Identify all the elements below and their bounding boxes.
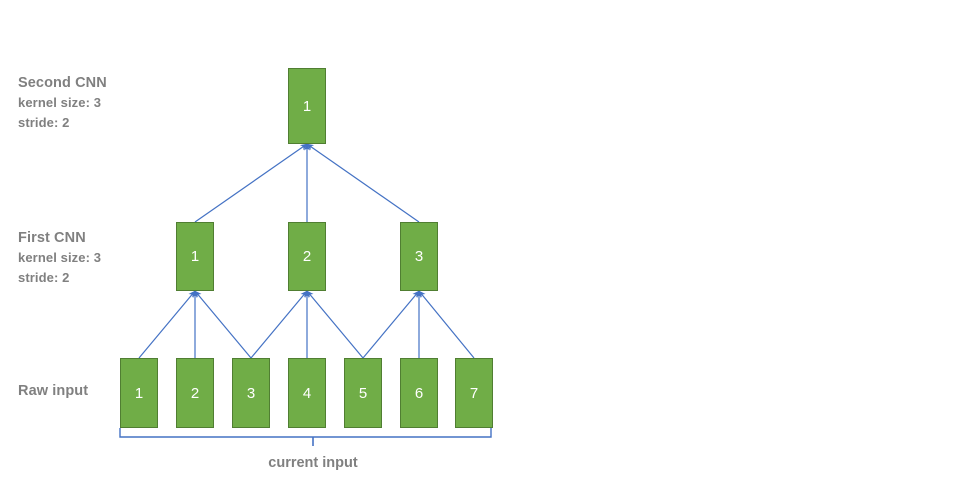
edge-raw-input-5-to-first-cnn-3 xyxy=(362,290,420,359)
current-input-caption: current input xyxy=(268,455,358,471)
node-raw-input-3: 3 xyxy=(232,358,270,428)
row-label-title-second-cnn: Second CNN xyxy=(18,75,107,91)
row-label-title-raw-input: Raw input xyxy=(18,383,89,399)
node-raw-input-7: 7 xyxy=(455,358,493,428)
bracket-span-line xyxy=(119,428,492,438)
node-raw-input-2: 2 xyxy=(176,358,214,428)
node-first-cnn-2: 2 xyxy=(288,222,326,291)
edge-first-cnn-3-to-second-cnn-1 xyxy=(306,143,420,223)
row-label-detail-second-cnn-0: kernel size: 3 xyxy=(18,95,102,110)
node-raw-input-5: 5 xyxy=(344,358,382,428)
row-label-detail-first-cnn-0: kernel size: 3 xyxy=(18,250,102,265)
node-raw-input-1: 1 xyxy=(120,358,158,428)
edge-raw-input-1-to-first-cnn-1 xyxy=(138,290,196,359)
edge-first-cnn-1-to-second-cnn-1 xyxy=(194,143,308,223)
row-label-detail-second-cnn-1: stride: 2 xyxy=(18,115,70,130)
edge-raw-input-7-to-first-cnn-3 xyxy=(418,290,475,359)
edge-raw-input-5-to-first-cnn-2 xyxy=(306,290,364,359)
edge-raw-input-3-to-first-cnn-2 xyxy=(250,290,308,359)
edge-raw-input-3-to-first-cnn-1 xyxy=(194,290,252,359)
node-first-cnn-1: 1 xyxy=(176,222,214,291)
row-label-detail-first-cnn-1: stride: 2 xyxy=(18,270,70,285)
row-label-raw-input: Raw input xyxy=(18,381,88,401)
row-label-first-cnn: First CNN kernel size: 3 stride: 2 xyxy=(18,228,101,288)
node-second-cnn-1: 1 xyxy=(288,68,326,144)
current-input-bracket xyxy=(119,428,492,446)
node-first-cnn-3: 3 xyxy=(400,222,438,291)
row-label-title-first-cnn: First CNN xyxy=(18,230,86,246)
node-raw-input-4: 4 xyxy=(288,358,326,428)
row-label-second-cnn: Second CNN kernel size: 3 stride: 2 xyxy=(18,73,107,133)
node-raw-input-6: 6 xyxy=(400,358,438,428)
